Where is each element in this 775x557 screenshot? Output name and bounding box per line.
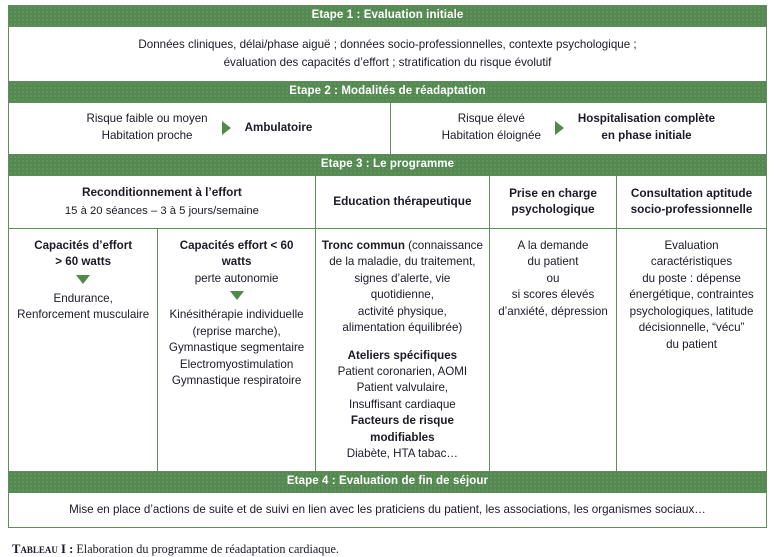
step4-banner: Etape 4 : Evaluation de fin de séjour <box>9 470 766 493</box>
step2-right-condition-line2: Habitation éloignée <box>441 129 541 143</box>
education-ateliers-line1: Patient coronarien, AOMI <box>337 364 468 378</box>
step1-body: Données cliniques, délai/phase aiguë ; d… <box>9 27 766 81</box>
caption-text: Elaboration du programme de réadaptation… <box>73 542 339 557</box>
step3-cell-education: Tronc commun (connaissance de la maladie… <box>314 228 489 471</box>
education-heading-tronc-rest: (connaissance <box>404 238 483 252</box>
cell-heading-line2: > 60 watts <box>55 255 112 269</box>
education-ateliers: Ateliers spécifiques Patient coronarien,… <box>322 348 483 414</box>
step2-left-cell: Risque faible ou moyen Habitation proche… <box>9 103 390 154</box>
cell-body-line3: Gymnastique segmentaire <box>168 341 305 355</box>
socio-line5: décisionnelle, “vécu” <box>638 321 745 335</box>
step2-row: Risque faible ou moyen Habitation proche… <box>9 103 766 154</box>
education-line5: alimentation équilibrée) <box>342 321 463 335</box>
step2-left-condition: Risque faible ou moyen Habitation proche <box>86 111 207 145</box>
cell-body-line1: Kinésithérapie individuelle <box>169 308 304 322</box>
step2-right-condition: Risque élevé Habitation éloignée <box>442 111 541 145</box>
education-facteurs: Facteurs de risque modifiables Diabète, … <box>322 413 483 462</box>
step3-header-subtitle: 15 à 20 séances – 3 à 5 jours/semaine <box>64 204 259 217</box>
spacer <box>322 337 483 348</box>
psycho-line1: A la demande <box>517 238 589 252</box>
step3-header-psychologique: Prise en charge psychologique <box>488 176 616 228</box>
step2-right-condition-line1: Risque élevé <box>457 112 525 126</box>
step3-cell-capacites-sup60: Capacités d’effort > 60 watts Endurance,… <box>9 229 157 471</box>
step3-header-title: Reconditionnement à l’effort <box>81 185 242 200</box>
psycho-line2: du patient <box>527 255 579 269</box>
step2-right-outcome: Hospitalisation complète en phase initia… <box>578 111 715 145</box>
cell-body-line2: Renforcement musculaire <box>17 308 150 322</box>
socio-line3: énergétique, contraintes <box>629 288 754 302</box>
step3-header-row: Reconditionnement à l’effort 15 à 20 séa… <box>9 176 766 228</box>
education-ateliers-line3: Insuffisant cardiaque <box>348 397 456 411</box>
step2-left-condition-line2: Habitation proche <box>101 129 193 143</box>
education-heading-facteurs: Facteurs de risque modifiables <box>350 414 454 444</box>
cell-body-line4: Electromyostimulation <box>179 357 294 371</box>
cell-heading: Capacités effort < 60 watts <box>164 238 308 271</box>
step3-banner: Etape 3 : Le programme <box>9 153 766 177</box>
cell-heading-line1: Capacités d’effort <box>34 238 133 252</box>
step3-cell-psychologique: A la demande du patient ou si scores éle… <box>488 228 616 471</box>
step2-left-outcome: Ambulatoire <box>244 120 313 134</box>
education-line3: signes d’alerte, vie quotidienne, <box>354 271 451 302</box>
step3-cell-capacites-inf60: Capacités effort < 60 watts perte autono… <box>157 228 314 471</box>
cell-body-line1: Endurance, <box>53 291 113 305</box>
education-line2: de la maladie, du traitement, <box>329 255 476 269</box>
socio-line6: du patient <box>666 337 717 351</box>
step3-cell-socio-professionnelle: Evaluation caractéristiques du poste : d… <box>616 228 766 471</box>
arrow-right-icon <box>554 121 564 136</box>
arrow-down-icon <box>229 291 244 301</box>
education-heading-ateliers: Ateliers spécifiques <box>347 348 458 362</box>
step1-body-line2: évaluation des capacités d’effort ; stra… <box>223 55 552 69</box>
cell-body-line2: (reprise marche), <box>192 324 281 338</box>
education-line4: activité physique, <box>357 304 447 318</box>
step3-header-title: Consultation aptitude socio-professionne… <box>630 185 753 217</box>
cell-body-line5: Gymnastique respiratoire <box>171 373 302 387</box>
step3-header-socio-professionnelle: Consultation aptitude socio-professionne… <box>616 176 766 228</box>
step2-right-outcome-line2: en phase initiale <box>601 129 692 143</box>
socio-line4: psychologiques, latitude <box>629 304 754 318</box>
step3-body-row: Capacités d’effort > 60 watts Endurance,… <box>9 227 766 471</box>
step3-header-education: Education thérapeutique <box>314 176 489 228</box>
step2-left-condition-line1: Risque faible ou moyen <box>86 112 208 126</box>
arrow-right-icon <box>221 121 231 136</box>
psycho-line5: d’anxiété, dépression <box>498 304 608 318</box>
cell-heading-line2: perte autonomie <box>194 271 279 285</box>
program-table: Etape 1 : Evaluation initiale Données cl… <box>8 5 767 529</box>
step3-header-title: Prise en charge psychologique <box>509 185 597 217</box>
education-heading-tronc: Tronc commun <box>321 238 405 252</box>
socio-line2: du poste : dépense <box>642 271 741 285</box>
step2-banner: Etape 2 : Modalités de réadaptation <box>9 81 766 104</box>
psycho-line4: si scores élevés <box>511 288 595 302</box>
figure-caption: Tableau I : Elaboration du programme de … <box>12 542 767 557</box>
step1-banner: Etape 1 : Evaluation initiale <box>9 6 766 28</box>
step2-right-cell: Risque élevé Habitation éloignée Hospita… <box>389 103 766 154</box>
arrow-down-icon <box>76 274 91 284</box>
psycho-line3: ou <box>546 271 560 285</box>
step3-header-title: Education thérapeutique <box>333 194 472 209</box>
figure-page: Etape 1 : Evaluation initiale Données cl… <box>8 5 767 556</box>
step1-body-line1: Données cliniques, délai/phase aiguë ; d… <box>138 38 637 52</box>
cell-heading-line1: Capacités effort < 60 watts <box>179 238 294 269</box>
step4-body: Mise en place d’actions de suite et de s… <box>69 502 706 516</box>
step3-header-reconditionnement: Reconditionnement à l’effort 15 à 20 séa… <box>9 176 315 228</box>
education-facteurs-line1: Diabète, HTA tabac… <box>346 447 458 461</box>
education-tronc-commun: Tronc commun (connaissance de la maladie… <box>322 238 483 337</box>
education-ateliers-line2: Patient valvulaire, <box>356 381 449 395</box>
cell-heading: Capacités d’effort > 60 watts <box>15 238 151 271</box>
step2-right-outcome-line1: Hospitalisation complète <box>577 112 716 126</box>
socio-line1: Evaluation caractéristiques <box>650 238 733 269</box>
caption-label: Tableau I : <box>12 542 74 557</box>
